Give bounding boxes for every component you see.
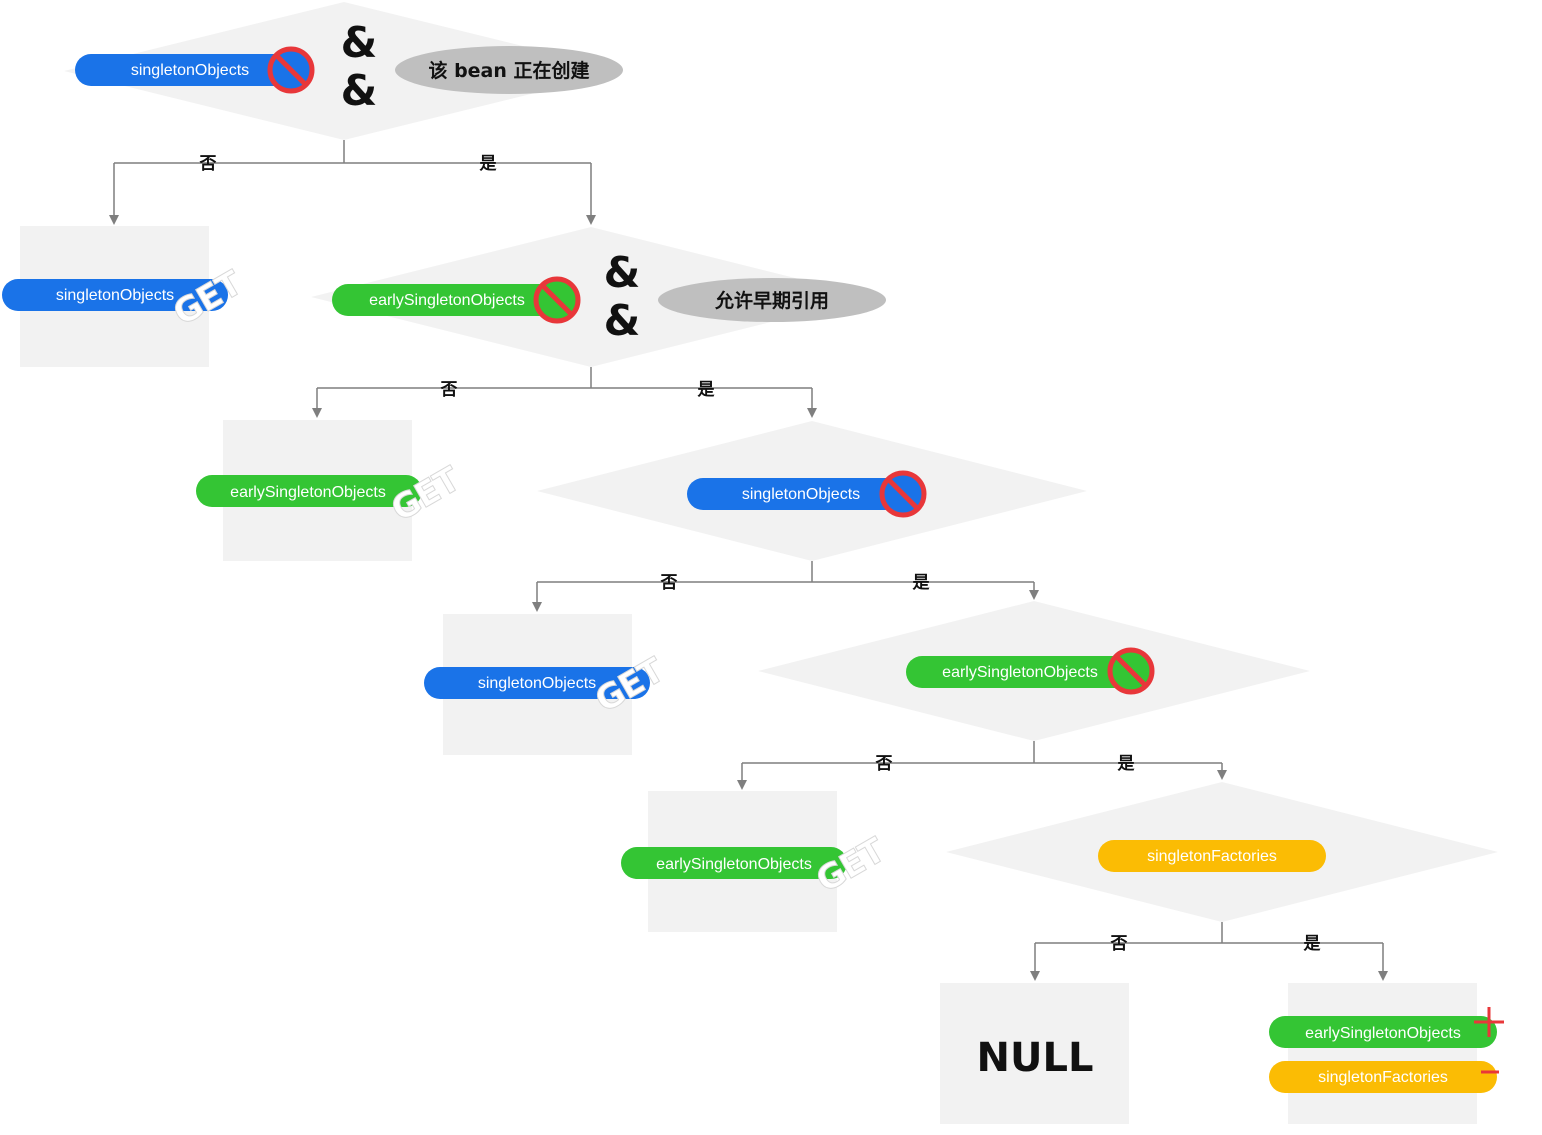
branch-yes-2: 是 bbox=[698, 380, 715, 400]
forbidden-icon bbox=[879, 470, 927, 518]
arrowhead-icon bbox=[532, 602, 542, 612]
arrowhead-icon bbox=[1217, 770, 1227, 780]
branch-no-1: 否 bbox=[199, 154, 217, 174]
early-singleton-objects-label-4: earlySingletonObjects bbox=[942, 664, 1098, 681]
singleton-objects-pill-get-3 bbox=[424, 667, 650, 699]
connector-4 bbox=[741, 741, 1223, 782]
and-operator-bottom-1: & bbox=[341, 66, 378, 115]
singleton-objects-get-label-3: singletonObjects bbox=[478, 675, 596, 692]
and-operator-top-2: & bbox=[604, 248, 641, 297]
early-singleton-objects-pill-final bbox=[1269, 1016, 1497, 1048]
arrowhead-icon bbox=[807, 408, 817, 418]
condition-allow-early-label: 允许早期引用 bbox=[714, 289, 829, 312]
branch-no-5: 否 bbox=[1110, 934, 1128, 954]
connector-5 bbox=[1034, 922, 1384, 973]
branch-yes-4: 是 bbox=[1118, 754, 1135, 774]
decision-diamond-1 bbox=[64, 2, 624, 140]
branch-no-2: 否 bbox=[440, 380, 458, 400]
branch-no-4: 否 bbox=[875, 754, 893, 774]
early-singleton-objects-pill-2 bbox=[332, 284, 568, 316]
singleton-factories-pill-5 bbox=[1098, 840, 1326, 872]
singleton-objects-pill-3 bbox=[687, 478, 913, 510]
final-result-box bbox=[1288, 983, 1477, 1124]
singleton-objects-label-1: singletonObjects bbox=[131, 62, 249, 79]
early-singleton-objects-final-label: earlySingletonObjects bbox=[1305, 1025, 1461, 1042]
arrowhead-icon bbox=[1378, 971, 1388, 981]
condition-bean-creating-label: 该 bean 正在创建 bbox=[428, 59, 589, 82]
branch-yes-5: 是 bbox=[1304, 934, 1321, 954]
plus-icon bbox=[1474, 1007, 1504, 1037]
arrowhead-icon bbox=[1030, 971, 1040, 981]
connector-2 bbox=[316, 367, 813, 410]
forbidden-icon bbox=[533, 276, 581, 324]
early-singleton-objects-get-label-2: earlySingletonObjects bbox=[230, 484, 386, 501]
forbidden-icon bbox=[1107, 647, 1155, 695]
arrowhead-icon bbox=[737, 780, 747, 790]
early-singleton-objects-pill-get-4 bbox=[621, 847, 847, 879]
singleton-factories-pill-final bbox=[1269, 1061, 1497, 1093]
branch-yes-1: 是 bbox=[480, 154, 497, 174]
and-operator-bottom-2: & bbox=[604, 296, 641, 345]
early-singleton-objects-pill-get-2 bbox=[196, 475, 422, 507]
branch-no-3: 否 bbox=[660, 573, 678, 593]
arrowhead-icon bbox=[109, 215, 119, 225]
singleton-objects-get-label-1: singletonObjects bbox=[56, 287, 174, 304]
connector-1 bbox=[113, 140, 592, 217]
early-singleton-objects-pill-4 bbox=[906, 656, 1142, 688]
singleton-objects-pill-1 bbox=[75, 54, 301, 86]
connector-3 bbox=[536, 561, 1035, 604]
and-operator-top-1: & bbox=[341, 18, 378, 67]
singleton-factories-label-5: singletonFactories bbox=[1147, 848, 1277, 865]
condition-bean-creating bbox=[395, 46, 623, 94]
condition-allow-early bbox=[658, 278, 886, 322]
arrowhead-icon bbox=[586, 215, 596, 225]
null-result-label: NULL bbox=[977, 1035, 1094, 1081]
early-singleton-objects-get-label-4: earlySingletonObjects bbox=[656, 856, 812, 873]
singleton-factories-final-label: singletonFactories bbox=[1318, 1069, 1448, 1086]
singleton-objects-label-3: singletonObjects bbox=[742, 486, 860, 503]
arrowhead-icon bbox=[312, 408, 322, 418]
null-result-box bbox=[940, 983, 1129, 1124]
forbidden-icon bbox=[267, 46, 315, 94]
arrowhead-icon bbox=[1029, 590, 1039, 600]
early-singleton-objects-label-2: earlySingletonObjects bbox=[369, 292, 525, 309]
decision-diamond-2 bbox=[311, 227, 871, 367]
singleton-objects-pill-get-1 bbox=[2, 279, 228, 311]
branch-yes-3: 是 bbox=[913, 573, 930, 593]
